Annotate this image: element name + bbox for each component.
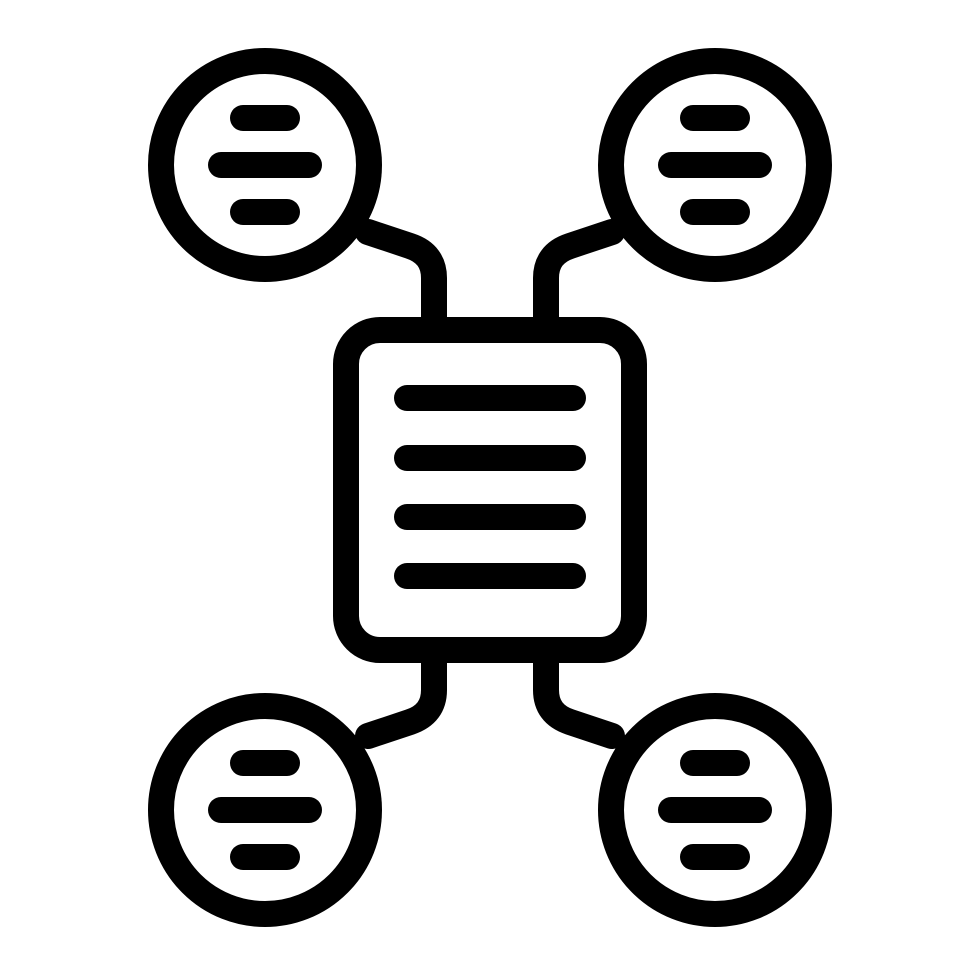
central-document — [333, 317, 647, 663]
connector-bottom-right — [533, 649, 625, 749]
node-top-left — [148, 48, 382, 282]
node-bottom-right — [598, 693, 832, 927]
node-circle — [148, 48, 382, 282]
node-top-right — [598, 48, 832, 282]
connector-top-right — [533, 219, 625, 331]
connector-bottom-left — [355, 649, 447, 749]
node-circle — [598, 693, 832, 927]
node-bottom-left — [148, 693, 382, 927]
connector-top-left — [355, 219, 447, 331]
node-circle — [598, 48, 832, 282]
node-circle — [148, 693, 382, 927]
